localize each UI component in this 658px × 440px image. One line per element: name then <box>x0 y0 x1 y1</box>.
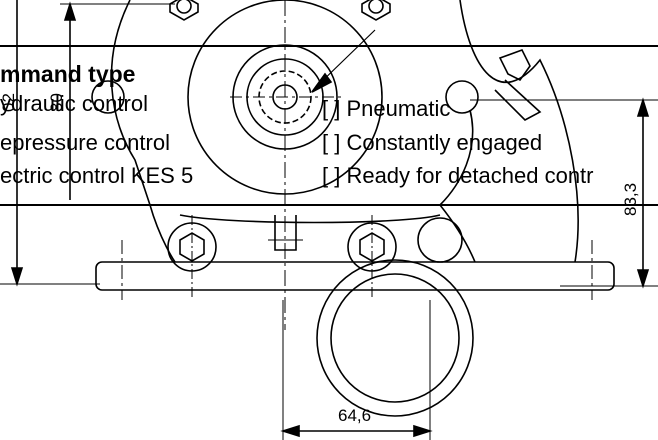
right-dim-arrow-top <box>636 97 650 117</box>
center-rib <box>274 215 297 251</box>
bolt-top-left-hole <box>176 0 192 14</box>
bolt-top-right <box>361 0 391 21</box>
dimension-right-label: 83,3 <box>621 182 640 216</box>
bottom-dim-arrow-right <box>413 424 433 438</box>
base-flange <box>95 261 615 291</box>
option-constantly-engaged: [ ] Constantly engaged <box>322 130 543 155</box>
command-type-title: mmand type <box>0 61 136 87</box>
bolt-mid-right <box>445 80 479 114</box>
bolt-mid-left <box>91 80 125 114</box>
side-fitting <box>494 49 542 121</box>
pulley-outer <box>316 259 474 417</box>
dimension-left-outer-label: 02 <box>0 93 18 112</box>
option-electric-control: ectric control KES 5 <box>0 163 194 188</box>
dimension-left-inner-label: 80 <box>47 93 66 112</box>
bottom-dim-arrow-left <box>280 424 300 438</box>
housing-lower <box>160 204 476 263</box>
side-hole <box>417 217 463 263</box>
hub-outer-ring <box>187 0 383 195</box>
pulley-inner <box>330 273 460 403</box>
hub-center <box>272 84 298 110</box>
option-hydraulic-control: ydraulic control <box>0 91 148 116</box>
bolt-top-left <box>169 0 199 21</box>
option-ready-detached: [ ] Ready for detached contr <box>322 163 594 188</box>
bolt-top-right-hole <box>368 0 384 14</box>
side-arm <box>439 109 474 206</box>
right-dim-arrow-bottom <box>636 269 650 289</box>
dimension-bottom-label: 64,6 <box>338 406 372 425</box>
left-dim-arrow-top <box>63 1 77 21</box>
hub-radius-arrow <box>311 72 333 93</box>
left-dim-arrow <box>10 267 24 287</box>
option-pneumatic: [ ] Pneumatic <box>322 96 451 121</box>
option-pressure-control: epressure control <box>0 130 170 155</box>
